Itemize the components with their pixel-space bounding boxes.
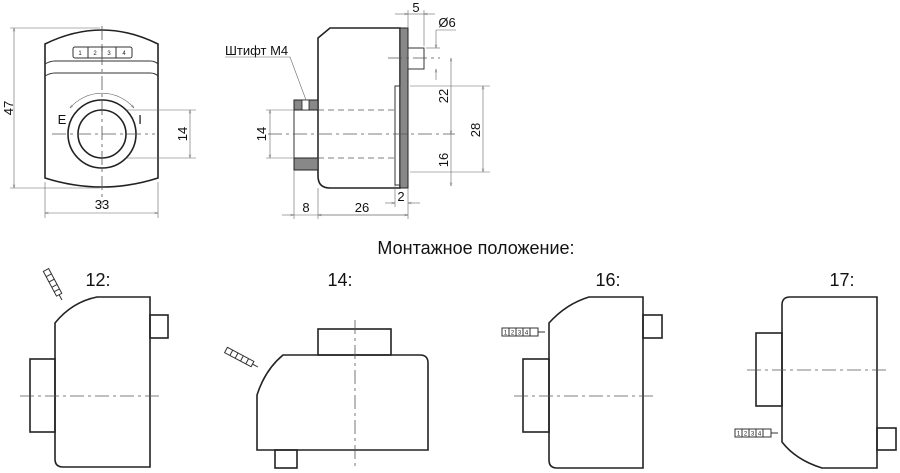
svg-text:26: 26 [355,200,369,215]
svg-text:4: 4 [525,331,529,337]
svg-text:2: 2 [744,432,748,438]
mounting-title: Монтажное положение: [377,238,574,258]
keypad-icon [223,346,259,368]
keypad-icon [42,267,63,301]
svg-text:3: 3 [107,51,111,57]
svg-text:3: 3 [751,432,755,438]
svg-text:1: 1 [504,331,508,337]
side-view: Штифт М4 14 8 26 2 5 Ø6 22 16 [225,0,490,219]
svg-text:I: I [138,112,142,127]
keypad-icon: 1 2 3 4 [501,327,545,337]
svg-text:16: 16 [436,153,451,167]
svg-text:1: 1 [737,432,741,438]
svg-text:1: 1 [78,51,82,57]
svg-text:3: 3 [518,331,522,337]
svg-text:14: 14 [175,127,190,141]
keypad: 1 2 3 4 [72,46,133,59]
svg-text:E: E [58,112,67,127]
svg-text:16:: 16: [595,270,620,290]
svg-text:14:: 14: [327,270,352,290]
keypad-icon: 1 2 3 4 [734,428,778,438]
svg-text:2: 2 [93,51,97,57]
svg-text:Штифт М4: Штифт М4 [225,43,288,58]
svg-text:2: 2 [397,189,404,204]
svg-text:47: 47 [1,101,16,115]
mounting-position-12: 12: [20,267,169,468]
svg-text:Ø6: Ø6 [438,15,455,30]
svg-text:17:: 17: [829,270,854,290]
svg-text:12:: 12: [85,270,110,290]
mounting-position-14: 14: [223,270,429,469]
mounting-position-17: 17: 1 2 3 4 [734,270,897,469]
svg-text:5: 5 [412,0,419,15]
svg-text:28: 28 [468,123,483,137]
svg-text:14: 14 [254,127,269,141]
svg-text:4: 4 [758,432,762,438]
front-view: 1 2 3 4 E I 47 33 14 [1,26,196,218]
svg-text:22: 22 [436,89,451,103]
svg-text:8: 8 [302,200,309,215]
svg-text:2: 2 [511,331,515,337]
svg-text:4: 4 [122,51,126,57]
mounting-position-16: 16: 1 2 3 4 [501,270,663,469]
svg-text:33: 33 [95,197,109,212]
